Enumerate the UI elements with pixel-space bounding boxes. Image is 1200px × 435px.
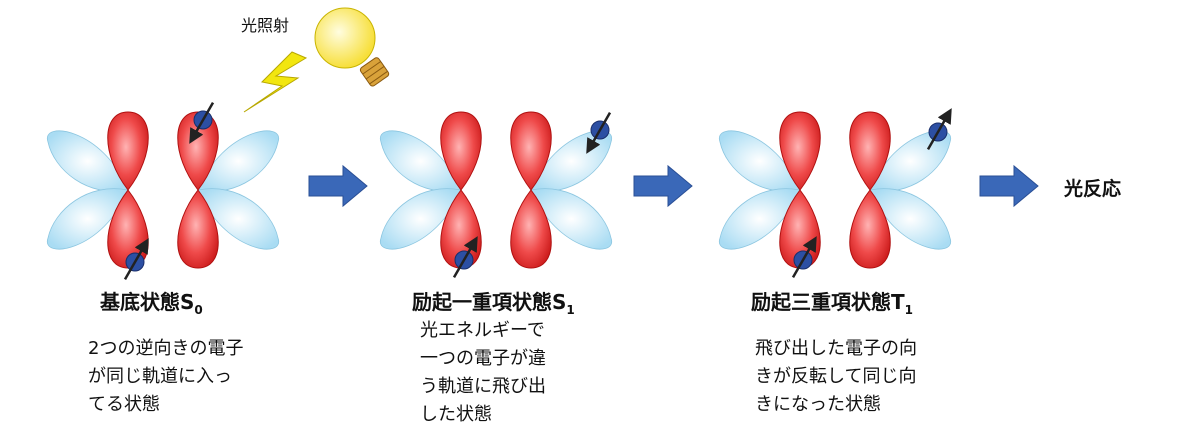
electron-icon (189, 102, 215, 144)
light-bulb-icon (314, 7, 390, 87)
description-line: 飛び出した電子の向 (755, 338, 917, 359)
description-line: が同じ軌道に入っ (88, 366, 232, 387)
state-title-text: 基底状態S (100, 290, 195, 314)
red-lobe-upper (107, 111, 149, 191)
state-title-singlet: 励起一重項状態S1 (412, 286, 575, 317)
blue-lobe (197, 130, 280, 192)
electron-icon (791, 236, 817, 278)
light-label: 光照射 (241, 16, 290, 35)
electron-icon (926, 108, 952, 150)
description-line: てる状態 (88, 394, 160, 415)
blue-lobe (530, 188, 613, 250)
description-line: した状態 (420, 404, 492, 425)
electron-icon (452, 236, 478, 278)
description-triplet: 飛び出した電子の向 きが反転して同じ向 きになった状態 (755, 335, 917, 419)
state-title-triplet: 励起三重項状態T1 (751, 286, 913, 317)
red-lobe-upper (779, 111, 821, 191)
description-line: 2つの逆向きの電子 (88, 338, 244, 359)
description-line: きになった状態 (755, 394, 881, 415)
red-lobe-lower (849, 189, 891, 269)
blue-lobe (379, 130, 462, 192)
state-title-subscript: 1 (904, 303, 914, 317)
arrow-right-icon (308, 164, 368, 208)
orbital-group-ground (46, 102, 280, 280)
blue-lobe (46, 188, 129, 250)
red-lobe-upper (440, 111, 482, 191)
arrow-right-icon (979, 164, 1039, 208)
red-lobe-upper (849, 111, 891, 191)
description-line: 一つの電子が違 (420, 348, 546, 369)
blue-lobe (718, 188, 801, 250)
blue-lobe (379, 188, 462, 250)
electron-icon (123, 238, 149, 280)
blue-lobe (46, 130, 129, 192)
arrow-right-icon (633, 164, 693, 208)
electron-icon (586, 112, 612, 154)
description-line: 光エネルギーで (420, 320, 545, 341)
state-title-text: 励起三重項状態T (751, 290, 905, 314)
red-lobe-lower (177, 189, 219, 269)
red-lobe-upper (510, 111, 552, 191)
state-title-subscript: 1 (566, 303, 575, 317)
description-line: きが反転して同じ向 (755, 366, 917, 387)
lightning-icon (243, 51, 308, 113)
description-singlet: 光エネルギーで 一つの電子が違 う軌道に飛び出 した状態 (420, 317, 546, 429)
blue-lobe (197, 188, 280, 250)
description-line: う軌道に飛び出 (420, 376, 546, 397)
orbital-group-triplet (718, 108, 952, 278)
state-title-subscript: 0 (194, 303, 203, 317)
orbital-group-singlet (379, 111, 613, 278)
blue-lobe (869, 188, 952, 250)
blue-lobe (718, 130, 801, 192)
red-lobe-lower (510, 189, 552, 269)
result-label: 光反応 (1064, 178, 1122, 200)
state-title-ground: 基底状態S0 (100, 286, 203, 317)
state-title-text: 励起一重項状態S (412, 290, 567, 314)
description-ground: 2つの逆向きの電子 が同じ軌道に入っ てる状態 (88, 335, 243, 419)
